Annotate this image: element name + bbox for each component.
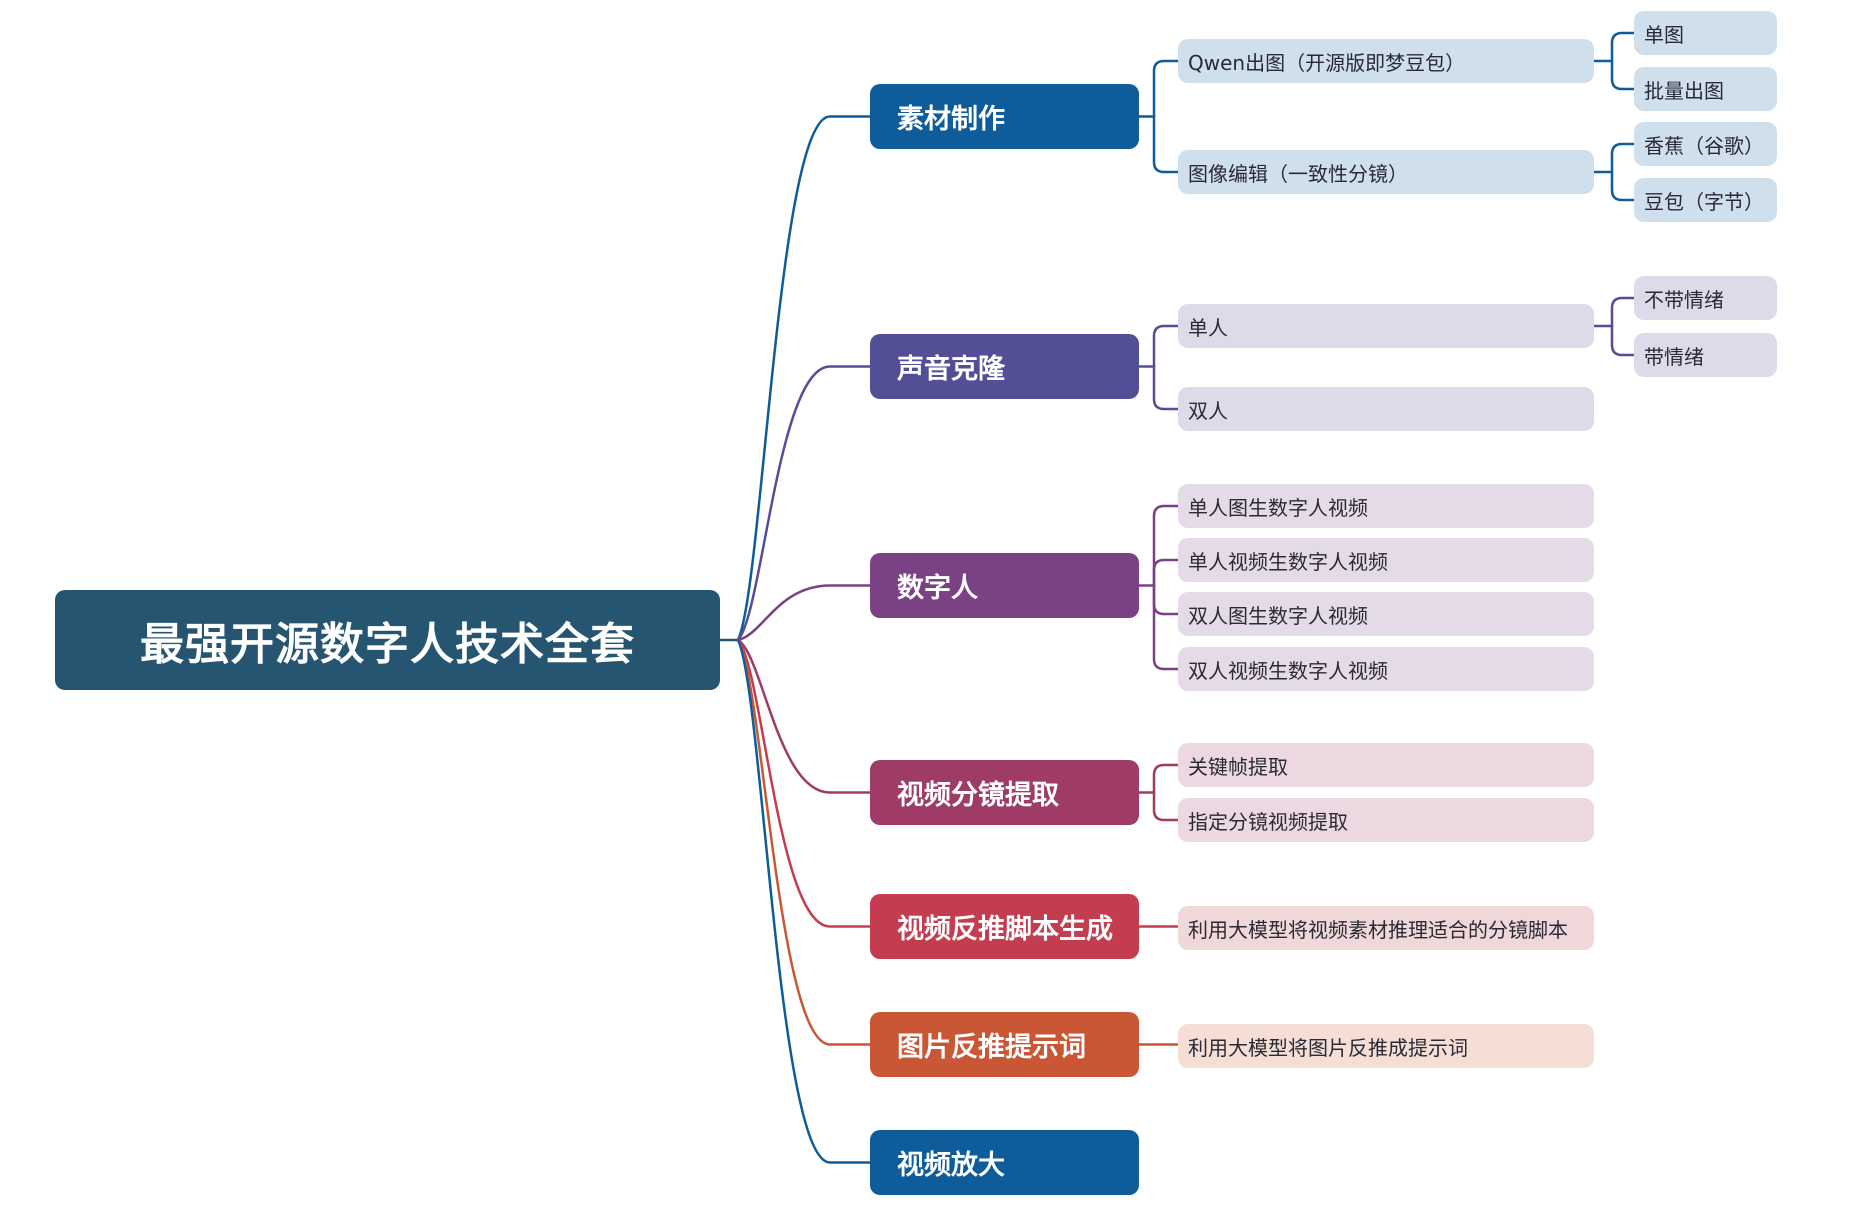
branch-connector	[736, 638, 872, 794]
branch-label: 视频反推脚本生成	[897, 914, 1113, 945]
leaf-connector	[1610, 324, 1636, 357]
subtopic-shot-video-extraction[interactable]: 指定分镜视频提取	[1178, 798, 1594, 842]
subtopic-label: 单人图生数字人视频	[1188, 495, 1368, 520]
subtopic-connector	[1152, 584, 1180, 671]
subtopic-llm-prompt[interactable]: 利用大模型将图片反推成提示词	[1178, 1024, 1594, 1068]
leaf-connector	[1610, 31, 1636, 63]
subtopic-label: 指定分镜视频提取	[1188, 809, 1348, 834]
branch-connector	[736, 115, 872, 642]
subtopic-single-voice[interactable]: 单人	[1178, 304, 1594, 348]
branch-video-script-generation[interactable]: 视频反推脚本生成	[870, 894, 1139, 959]
branch-connector	[736, 638, 872, 1046]
subtopic-dual-voice[interactable]: 双人	[1178, 387, 1594, 431]
leaf-connector	[1610, 59, 1636, 91]
leaf-with-emotion[interactable]: 带情绪	[1634, 333, 1777, 377]
subtopic-llm-script[interactable]: 利用大模型将视频素材推理适合的分镜脚本	[1178, 906, 1594, 950]
subtopic-connector	[1152, 115, 1180, 174]
branch-connector	[736, 638, 872, 928]
branch-label: 数字人	[897, 573, 978, 604]
subtopic-label: 利用大模型将视频素材推理适合的分镜脚本	[1188, 917, 1568, 942]
leaf-doubao-bytedance[interactable]: 豆包（字节）	[1634, 178, 1777, 222]
leaf-label: 香蕉（谷歌）	[1644, 133, 1764, 158]
leaf-label: 带情绪	[1644, 344, 1704, 369]
subtopic-label: 单人视频生数字人视频	[1188, 549, 1388, 574]
branch-connector	[736, 584, 872, 642]
subtopic-label: 双人	[1188, 398, 1228, 423]
branch-label: 素材制作	[897, 104, 1005, 135]
branch-material-production[interactable]: 素材制作	[870, 84, 1139, 149]
subtopic-label: 双人视频生数字人视频	[1188, 658, 1388, 683]
leaf-label: 豆包（字节）	[1644, 189, 1764, 214]
subtopic-keyframe-extraction[interactable]: 关键帧提取	[1178, 743, 1594, 787]
branch-video-shot-extraction[interactable]: 视频分镜提取	[870, 760, 1139, 825]
subtopic-dual-image-to-video[interactable]: 双人图生数字人视频	[1178, 592, 1594, 636]
leaf-label: 单图	[1644, 22, 1684, 47]
subtopic-connector	[1152, 558, 1180, 587]
leaf-single-image[interactable]: 单图	[1634, 11, 1777, 55]
root-topic[interactable]: 最强开源数字人技术全套	[55, 590, 720, 690]
subtopic-image-editing[interactable]: 图像编辑（一致性分镜）	[1178, 150, 1594, 194]
subtopic-connector	[1152, 324, 1180, 368]
branch-label: 声音克隆	[897, 354, 1005, 385]
branch-label: 图片反推提示词	[897, 1032, 1086, 1063]
subtopic-single-image-to-video[interactable]: 单人图生数字人视频	[1178, 484, 1594, 528]
root-topic-label: 最强开源数字人技术全套	[140, 619, 635, 670]
subtopic-qwen-image[interactable]: Qwen出图（开源版即梦豆包）	[1178, 39, 1594, 83]
branch-connector	[736, 365, 872, 642]
leaf-connector	[1610, 142, 1636, 174]
leaf-label: 不带情绪	[1644, 287, 1724, 312]
leaf-batch-image[interactable]: 批量出图	[1634, 67, 1777, 111]
subtopic-label: 关键帧提取	[1188, 754, 1288, 779]
branch-voice-cloning[interactable]: 声音克隆	[870, 334, 1139, 399]
subtopic-connector	[1152, 504, 1180, 587]
leaf-banana-google[interactable]: 香蕉（谷歌）	[1634, 122, 1777, 166]
subtopic-label: Qwen出图（开源版即梦豆包）	[1188, 50, 1466, 75]
subtopic-connector	[1152, 59, 1180, 118]
leaf-connector	[1610, 170, 1636, 202]
branch-image-prompt-reverse[interactable]: 图片反推提示词	[870, 1012, 1139, 1077]
subtopic-connector	[1152, 365, 1180, 411]
leaf-label: 批量出图	[1644, 78, 1724, 103]
subtopic-single-video-to-video[interactable]: 单人视频生数字人视频	[1178, 538, 1594, 582]
leaf-without-emotion[interactable]: 不带情绪	[1634, 276, 1777, 320]
subtopic-dual-video-to-video[interactable]: 双人视频生数字人视频	[1178, 647, 1594, 691]
branch-video-upscale[interactable]: 视频放大	[870, 1130, 1139, 1195]
leaf-connector	[1610, 296, 1636, 328]
branch-connector	[736, 638, 872, 1164]
branch-label: 视频放大	[897, 1150, 1005, 1181]
subtopic-label: 图像编辑（一致性分镜）	[1188, 161, 1408, 186]
subtopic-label: 双人图生数字人视频	[1188, 603, 1368, 628]
branch-digital-human[interactable]: 数字人	[870, 553, 1139, 618]
subtopic-label: 单人	[1188, 315, 1228, 340]
subtopic-connector	[1152, 791, 1180, 822]
subtopic-connector	[1152, 763, 1180, 794]
subtopic-label: 利用大模型将图片反推成提示词	[1188, 1035, 1468, 1060]
branch-label: 视频分镜提取	[897, 780, 1059, 811]
subtopic-connector	[1152, 584, 1180, 616]
